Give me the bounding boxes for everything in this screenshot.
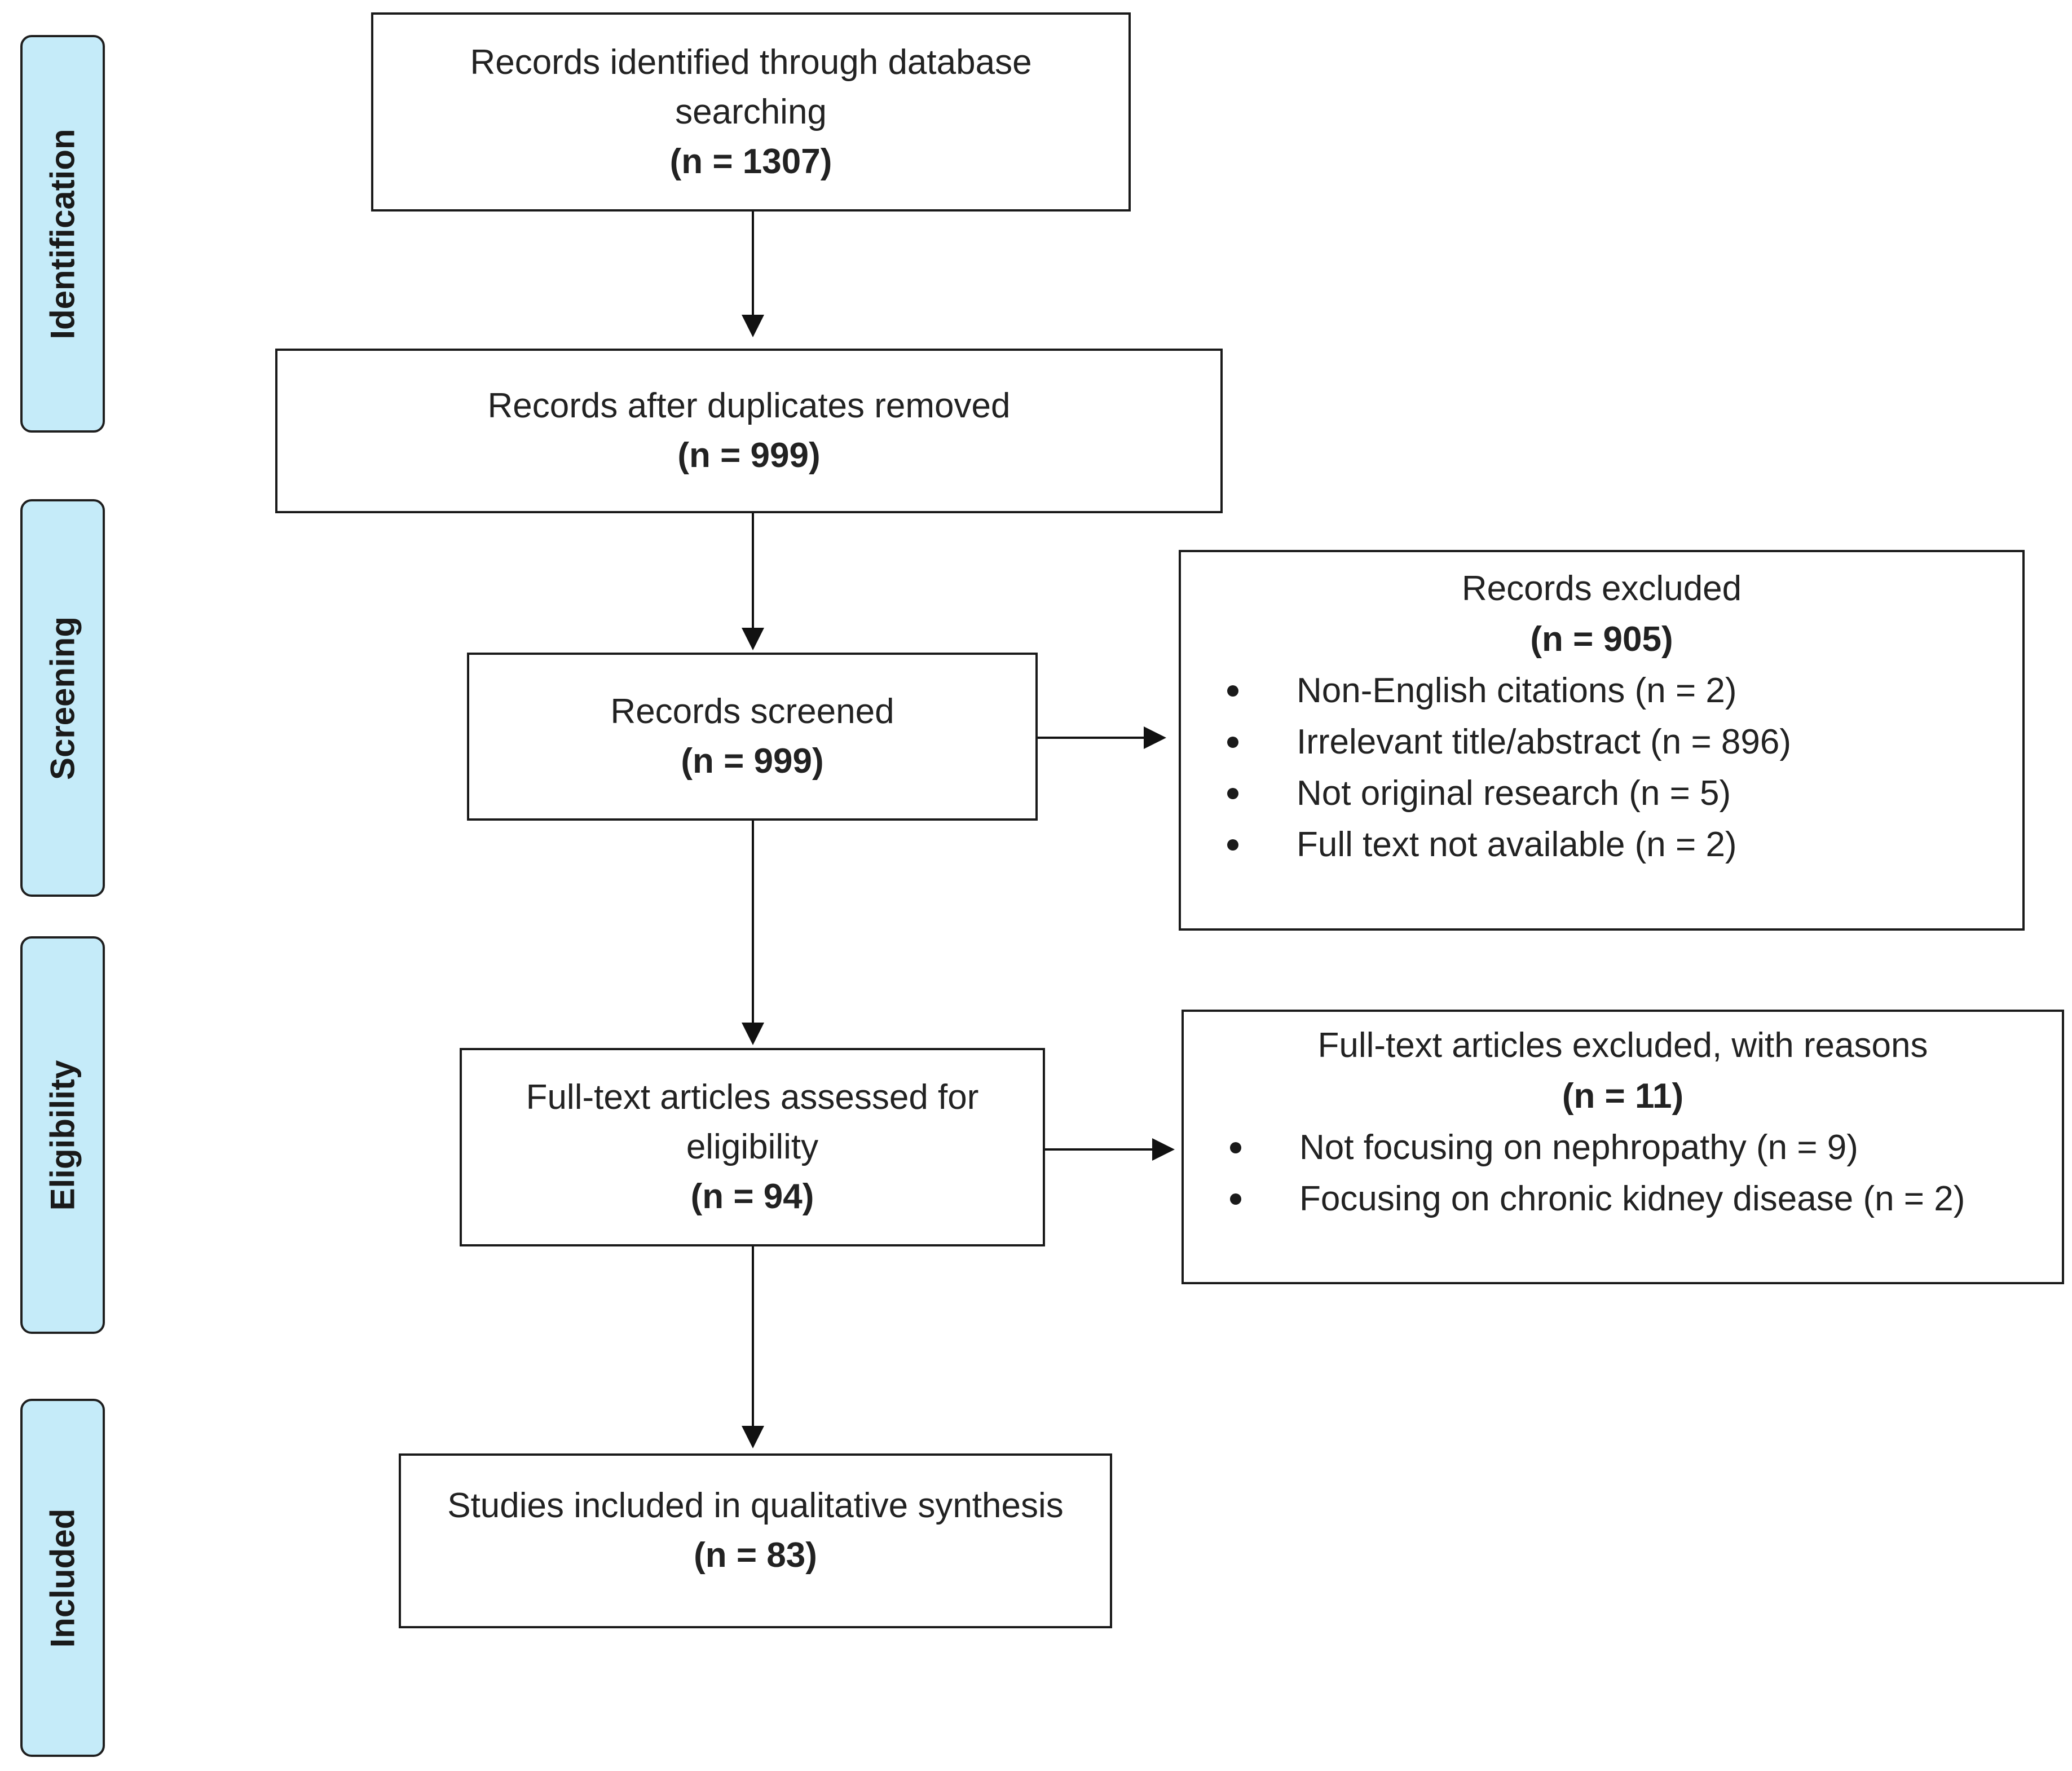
box-records-screened: Records screened (n = 999) xyxy=(467,653,1038,821)
box-full-text-excluded: Full-text articles excluded, with reason… xyxy=(1182,1010,2064,1284)
box-records-screened-count: (n = 999) xyxy=(681,742,824,781)
records-excluded-count: (n = 905) xyxy=(1530,620,1673,659)
box-studies-included: Studies included in qualitative synthesi… xyxy=(399,1453,1112,1628)
stage-tab-eligibility: Eligibility xyxy=(20,936,105,1334)
stage-tab-identification: Identification xyxy=(20,35,105,433)
full-text-excluded-title: Full-text articles excluded, with reason… xyxy=(1317,1026,1928,1065)
box-records-identified-text: Records identified through database sear… xyxy=(470,42,1032,131)
box-studies-included-count: (n = 83) xyxy=(694,1536,817,1575)
box-after-duplicates: Records after duplicates removed (n = 99… xyxy=(275,349,1223,513)
box-records-excluded: Records excluded (n = 905) Non-English c… xyxy=(1179,550,2025,931)
box-records-screened-text: Records screened xyxy=(610,692,894,731)
list-item: Full text not available (n = 2) xyxy=(1181,819,2022,870)
list-item: Irrelevant title/abstract (n = 896) xyxy=(1181,716,2022,768)
list-item: Not original research (n = 5) xyxy=(1181,768,2022,819)
full-text-excluded-count: (n = 11) xyxy=(1562,1077,1684,1116)
box-records-identified: Records identified through database sear… xyxy=(371,12,1131,212)
box-after-duplicates-text: Records after duplicates removed xyxy=(487,386,1011,425)
records-excluded-reasons: Non-English citations (n = 2) Irrelevant… xyxy=(1181,665,2022,870)
box-full-text-assessed: Full-text articles assessed for eligibil… xyxy=(460,1048,1045,1246)
stage-tab-screening: Screening xyxy=(20,499,105,897)
list-item: Not focusing on nephropathy (n = 9) xyxy=(1184,1122,2062,1173)
box-full-text-assessed-count: (n = 94) xyxy=(690,1177,814,1216)
box-studies-included-text: Studies included in qualitative synthesi… xyxy=(447,1486,1064,1525)
list-item: Focusing on chronic kidney disease (n = … xyxy=(1184,1173,2062,1224)
box-full-text-assessed-text: Full-text articles assessed for eligibil… xyxy=(526,1078,979,1166)
stage-tab-included: Included xyxy=(20,1399,105,1757)
box-after-duplicates-count: (n = 999) xyxy=(677,436,821,475)
list-item: Non-English citations (n = 2) xyxy=(1181,665,2022,716)
box-records-identified-count: (n = 1307) xyxy=(669,142,832,181)
full-text-excluded-reasons: Not focusing on nephropathy (n = 9) Focu… xyxy=(1184,1122,2062,1224)
records-excluded-title: Records excluded xyxy=(1461,569,1742,608)
